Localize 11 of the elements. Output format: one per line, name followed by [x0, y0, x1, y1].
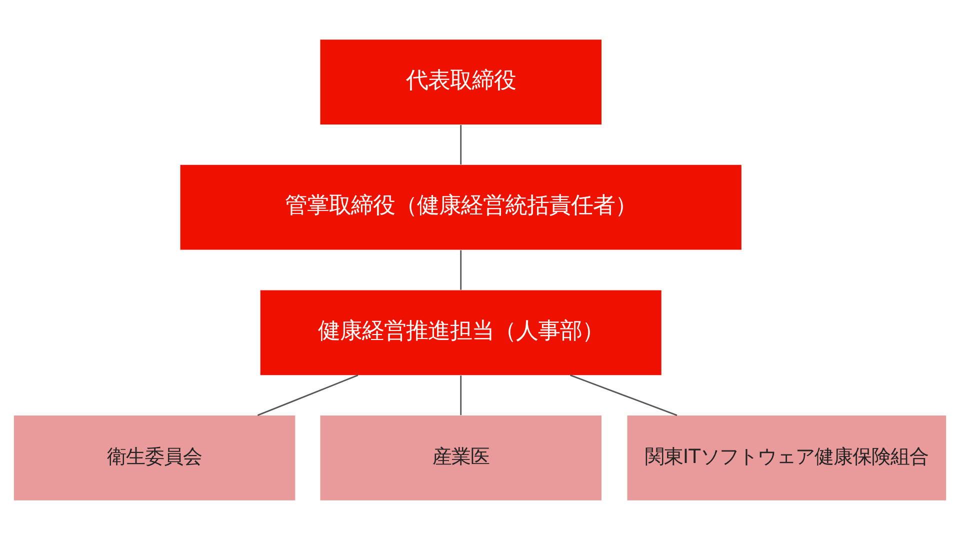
connector [257, 374, 358, 416]
node-box: 関東ITソフトウェア健康保険組合 [627, 416, 946, 500]
connector [570, 374, 678, 416]
node-box: 産業医 [320, 416, 602, 500]
connector [460, 124, 462, 165]
node-box: 衛生委員会 [14, 416, 296, 500]
node-box: 健康経営推進担当（人事部） [260, 290, 662, 376]
connector [460, 376, 462, 416]
connector [460, 250, 462, 290]
node-box: 代表取締役 [320, 40, 602, 124]
node-box: 管掌取締役（健康経営統括責任者） [180, 164, 742, 250]
